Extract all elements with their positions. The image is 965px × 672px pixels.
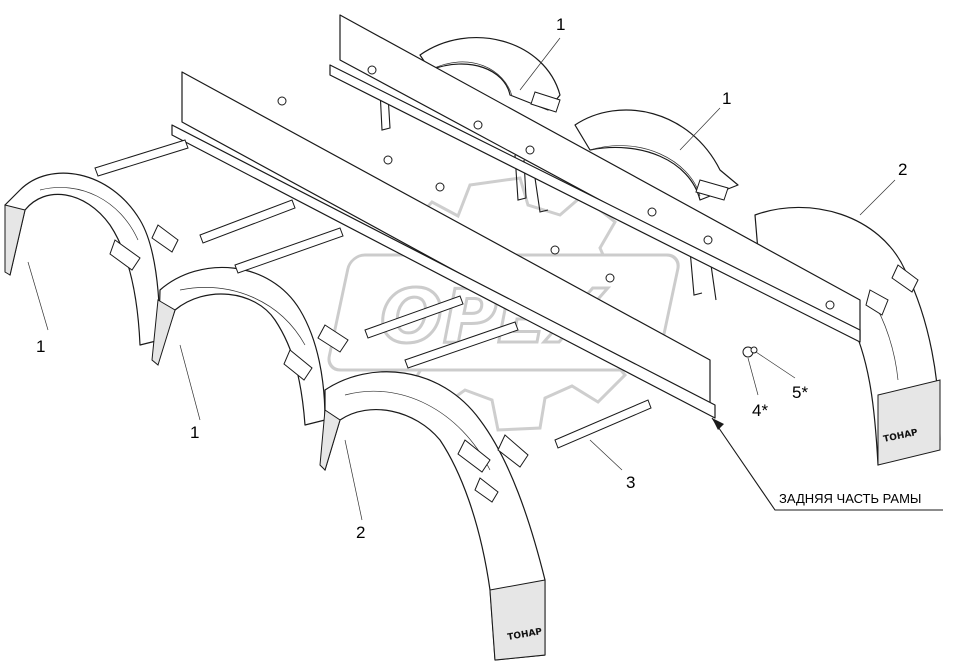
- callout-1-middle: 1: [190, 423, 199, 442]
- callout-2-upper-right: 2: [898, 160, 907, 179]
- callout-leaders: [27, 37, 943, 521]
- lower-beam-bolts: [277, 96, 758, 358]
- callout-1-left: 1: [36, 337, 45, 356]
- upper-fender-row: ТОНАР: [329, 14, 941, 466]
- callout-3-rod: 3: [626, 473, 635, 492]
- callout-1-upper-middle: 1: [722, 89, 731, 108]
- callout-4-washer: 4*: [752, 401, 768, 420]
- callout-5-nut: 5*: [792, 383, 808, 402]
- callout-labels: 1 1 1 1 2 2 3 4* 5* ЗАДНЯЯ ЧАСТЬ РАМЫ: [36, 15, 921, 542]
- callout-2-front: 2: [356, 523, 365, 542]
- lower-fender-row: ТОНАР: [4, 71, 758, 661]
- upper-beam-bolts: [367, 65, 835, 310]
- mounting-rods: [94, 139, 652, 449]
- frame-rear-note: ЗАДНЯЯ ЧАСТЬ РАМЫ: [779, 491, 921, 506]
- callout-1-top: 1: [556, 15, 565, 34]
